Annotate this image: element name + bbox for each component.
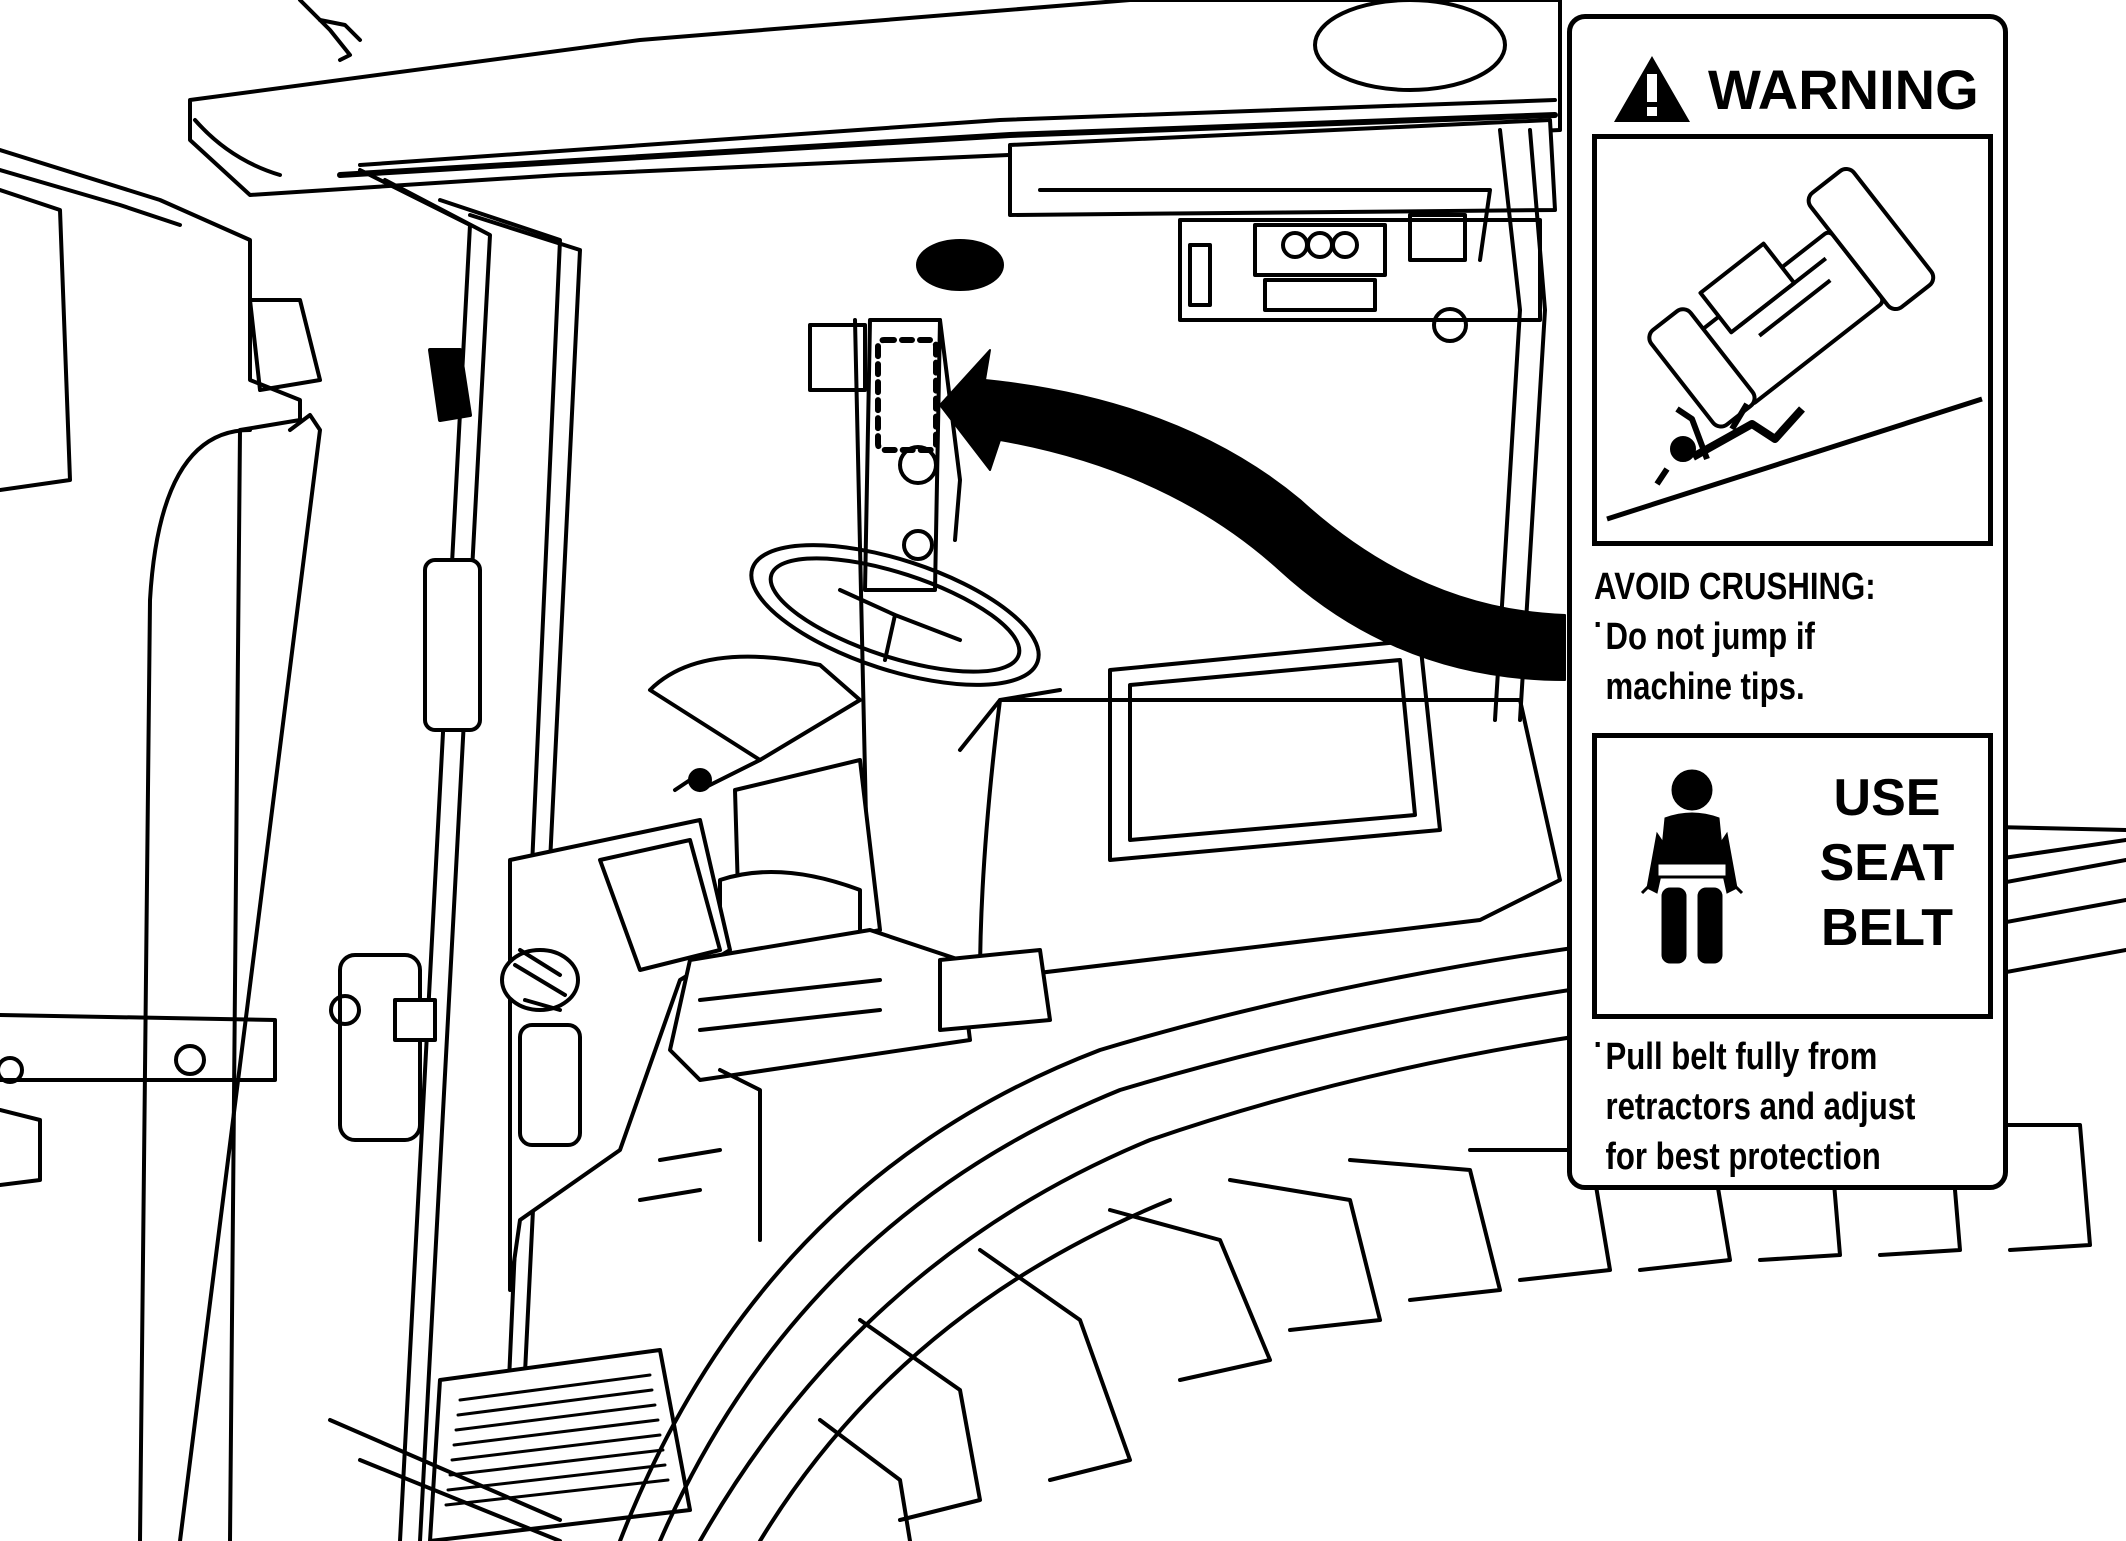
seated-operator-belt-icon [1640,769,1744,964]
crush-hazard-text: AVOID CRUSHING: Do not jump if machine t… [1594,562,1876,712]
warning-triangle-icon [1614,56,1690,122]
location-arrow [939,349,1566,681]
overhead-console [916,118,1557,343]
dashboard [500,818,972,1292]
hazard-line: Do not jump if [1594,612,1876,662]
rear-window-frame [0,148,322,1541]
hazard-line: machine tips. [1605,666,1805,708]
seat-belt-word: BELT [1821,899,1953,957]
side-window-frame [1038,128,1547,722]
hazard-heading: AVOID CRUSHING: [1594,566,1876,608]
warning-header: WARNING [1612,49,1979,129]
machine-tip-over-icon [1606,167,1983,522]
belt-instruction-line: retractors and adjust [1605,1086,1916,1128]
open-door [0,413,322,1541]
belt-instruction-line: Pull belt fully from [1594,1032,1915,1082]
seat-belt-pictogram: USE SEAT BELT [1592,733,1993,1019]
tip-over-pictogram [1592,134,1993,546]
belt-instruction-text: Pull belt fully from retractors and adju… [1594,1032,1915,1182]
belt-instruction-line: for best protection [1605,1136,1881,1178]
warning-decal: WARNING AVOID CRUSHING: Do not jump [1567,14,2008,1190]
operator-seat [938,638,1562,1032]
seat-belt-word: USE [1833,769,1941,827]
cab-roof [188,0,1562,197]
seat-belt-word: SEAT [1819,834,1955,892]
cab-floor-step [328,1348,692,1541]
signal-word: WARNING [1708,57,1979,121]
seat-belt-message: USE SEAT BELT [1792,766,1982,961]
door-pillar [329,168,582,1541]
